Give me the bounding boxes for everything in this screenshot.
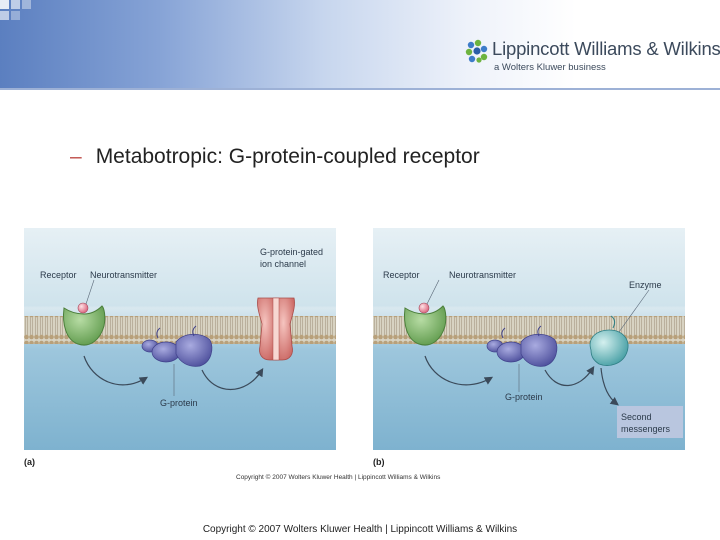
corner-square-2 (11, 0, 20, 9)
panel-b-second-messengers-box (617, 406, 683, 438)
header-divider (0, 88, 720, 90)
panel-b-label-second-2: messengers (621, 424, 671, 434)
panel-b-label-gprotein: G-protein (505, 392, 543, 402)
panel-a-label-channel-2: ion channel (260, 259, 306, 269)
panel-b-neurotransmitter (418, 302, 430, 314)
panel-a-label-neurotransmitter: Neurotransmitter (90, 270, 157, 280)
header-banner (0, 0, 720, 90)
panel-b-leader-nt (426, 279, 440, 305)
brand-name: Lippincott Williams & Wilkins (492, 38, 720, 59)
panel-b-leader-enzyme (618, 289, 650, 333)
bullet-text: Metabotropic: G-protein-coupled receptor (95, 145, 480, 168)
panel-a-gprotein (141, 325, 213, 367)
panel-a-neurotransmitter (77, 302, 89, 314)
panel-a-label-receptor: Receptor (40, 270, 77, 280)
logo-mark-icon (465, 39, 488, 63)
panel-a-receptor (63, 305, 106, 346)
panel-b-label-receptor: Receptor (383, 270, 420, 280)
panel-a-arrow-1 (83, 355, 149, 386)
panel-b-enzyme (589, 315, 629, 366)
panel-a-label-channel-1: G-protein-gated (260, 247, 323, 257)
panel-b-arrow-3 (600, 367, 619, 406)
bullet-point: –Metabotropic: G-protein-coupled recepto… (70, 145, 480, 169)
panel-b-receptor (404, 305, 447, 346)
panel-b-arrow-2 (544, 365, 595, 387)
corner-square-5 (11, 11, 20, 20)
figure-panel-a: Receptor Neurotransmitter G-protein-gate… (24, 228, 336, 450)
panel-a-arrow-2 (201, 367, 264, 391)
publisher-logo: Lippincott Williams & Wilkins a Wolters … (464, 38, 720, 78)
corner-square-4 (0, 11, 9, 20)
panel-b-letter: (b) (373, 457, 385, 467)
panel-a-ion-channel (257, 297, 295, 361)
corner-square-3 (22, 0, 31, 9)
panel-b-label-second-1: Second (621, 412, 652, 422)
panel-b-gprotein (486, 325, 558, 367)
panel-b-label-neurotransmitter: Neurotransmitter (449, 270, 516, 280)
panel-b-label-enzyme: Enzyme (629, 280, 662, 290)
panel-b-arrow-1 (424, 355, 494, 386)
corner-square-1 (0, 0, 9, 9)
bullet-dash: – (70, 145, 82, 168)
brand-tagline: a Wolters Kluwer business (494, 62, 606, 73)
figure-panel-b: Receptor Neurotransmitter Enzyme G-prote… (373, 228, 685, 450)
panel-a-leader-nt (85, 279, 95, 305)
panel-a-letter: (a) (24, 457, 35, 467)
panel-a-label-gprotein: G-protein (160, 398, 198, 408)
footer-copyright: Copyright © 2007 Wolters Kluwer Health |… (202, 524, 518, 535)
figure-copyright: Copyright © 2007 Wolters Kluwer Health |… (236, 474, 441, 481)
